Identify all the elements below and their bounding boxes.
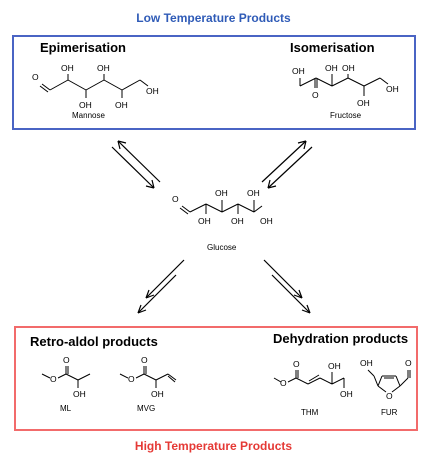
isomerisation-title: Isomerisation xyxy=(290,40,375,55)
low-temperature-box xyxy=(12,35,416,130)
fructose-oh-label: OH xyxy=(386,84,399,94)
glucose-oh-label: OH xyxy=(215,188,228,198)
glucose-oh-label: OH xyxy=(260,216,273,226)
thm-oh-label: OH xyxy=(340,389,353,399)
mvg-o-label: O xyxy=(128,374,135,384)
high-temperature-header: High Temperature Products xyxy=(134,439,293,453)
glucose-structure: O OH OH OH OH OH xyxy=(172,188,273,226)
mannose-o-label: O xyxy=(32,72,39,82)
dehydration-title: Dehydration products xyxy=(273,331,409,346)
ml-oh-label: OH xyxy=(73,389,86,398)
mvg-oh-label: OH xyxy=(151,389,164,399)
high-temperature-box xyxy=(14,326,418,431)
retro-aldol-title: Retro-aldol products xyxy=(30,334,158,349)
thm-o-label: O xyxy=(293,359,300,369)
fructose-structure: OH O OH OH OH OH xyxy=(292,63,399,108)
arrow-glucose-to-mannose xyxy=(117,140,161,183)
thm-structure: O O OH OH xyxy=(273,359,353,399)
ml-o-label: O xyxy=(50,374,57,384)
mannose-structure: O OH OH OH OH OH xyxy=(32,63,159,110)
arrow-fructose-to-glucose xyxy=(267,146,313,189)
arrow-glucose-to-fructose xyxy=(261,140,307,183)
fructose-oh-label: OH xyxy=(292,66,305,76)
fur-structure: OH O O xyxy=(360,358,412,400)
mannose-oh-label: OH xyxy=(97,63,110,73)
mvg-structure: O O OH xyxy=(119,355,177,399)
fructose-label: Fructose xyxy=(330,111,362,120)
arrow-mannose-to-glucose xyxy=(111,146,155,189)
thm-label: THM xyxy=(301,408,319,417)
fur-o-label: O xyxy=(405,358,412,368)
glucose-oh-label: OH xyxy=(198,216,211,226)
fructose-o-label: O xyxy=(312,90,319,100)
arrow-glucose-to-retro-aldol xyxy=(145,259,185,299)
fructose-oh-label: OH xyxy=(357,98,370,108)
low-temperature-header: Low Temperature Products xyxy=(136,11,291,25)
mannose-oh-label: OH xyxy=(115,100,128,110)
glucose-oh-label: OH xyxy=(231,216,244,226)
arrow-glucose-to-dehydration-2 xyxy=(271,274,311,314)
mannose-oh-label: OH xyxy=(79,100,92,110)
mannose-label: Mannose xyxy=(72,111,105,120)
ml-label: ML xyxy=(60,404,72,413)
mvg-o-label: O xyxy=(141,355,148,365)
fur-label: FUR xyxy=(381,408,398,417)
fur-o-label: O xyxy=(386,391,393,400)
glucose-o-label: O xyxy=(172,194,179,204)
arrow-glucose-to-retro-aldol-2 xyxy=(137,274,177,314)
fructose-oh-label: OH xyxy=(342,63,355,73)
ml-structure: O O OH xyxy=(41,355,91,398)
glucose-label: Glucose xyxy=(207,243,237,252)
mannose-oh-label: OH xyxy=(146,86,159,96)
arrow-glucose-to-dehydration xyxy=(263,259,303,299)
fructose-oh-label: OH xyxy=(325,63,338,73)
thm-o-label: O xyxy=(280,378,287,388)
fur-oh-label: OH xyxy=(360,358,373,368)
ml-o-label: O xyxy=(63,355,70,365)
mvg-label: MVG xyxy=(137,404,156,413)
epimerisation-title: Epimerisation xyxy=(40,40,126,55)
thm-oh-label: OH xyxy=(328,361,341,371)
glucose-oh-label: OH xyxy=(247,188,260,198)
mannose-oh-label: OH xyxy=(61,63,74,73)
